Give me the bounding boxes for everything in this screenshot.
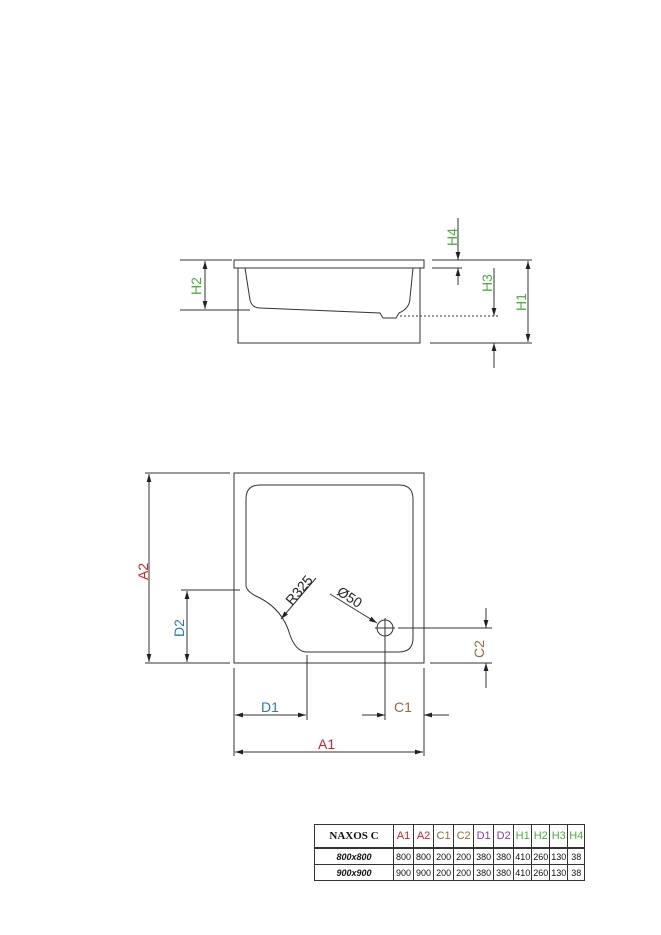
label-c2: C2	[471, 640, 487, 658]
cell: 800	[392, 847, 415, 865]
cell: 900	[392, 864, 415, 881]
table-row: 900x900 900 900 200 200 380 380 410 260 …	[314, 864, 586, 881]
table-header-row: NAXOS C A1 A2 C1 C2 D1 D2 H1 H2 H3 H4	[314, 824, 586, 849]
row-size: 800x800	[314, 847, 394, 865]
cell: 380	[473, 864, 495, 881]
cell: 800	[413, 847, 435, 865]
cell: 130	[549, 847, 569, 865]
header-h1: H1	[513, 824, 533, 849]
label-radius: R325	[282, 572, 316, 608]
header-c1: C1	[433, 824, 455, 849]
dimensions-table: NAXOS C A1 A2 C1 C2 D1 D2 H1 H2 H3 H4 80…	[314, 824, 586, 881]
cell: 410	[513, 847, 533, 865]
label-h1: H1	[513, 293, 529, 311]
cell: 260	[531, 864, 551, 881]
cell: 200	[453, 847, 475, 865]
label-a2: A2	[135, 563, 151, 580]
top-view: A2 D2 D1 C1 C2 A1 R325 Ø50	[135, 472, 492, 756]
cell: 200	[433, 847, 455, 865]
cell: 380	[493, 847, 515, 865]
label-a1: A1	[318, 736, 335, 752]
cell: 200	[433, 864, 455, 881]
label-d1: D1	[261, 699, 279, 715]
label-c1: C1	[394, 699, 412, 715]
header-h2: H2	[531, 824, 551, 849]
cell: 38	[567, 864, 586, 881]
header-d2: D2	[493, 824, 515, 849]
side-view: H2 H4 H3 H1	[180, 218, 532, 368]
label-h4: H4	[444, 228, 460, 246]
header-a2: A2	[413, 824, 435, 849]
header-c2: C2	[453, 824, 475, 849]
cell: 380	[473, 847, 495, 865]
cell: 380	[493, 864, 515, 881]
header-a1: A1	[392, 824, 415, 849]
header-d1: D1	[473, 824, 495, 849]
cell: 900	[413, 864, 435, 881]
cell: 260	[531, 847, 551, 865]
label-h3: H3	[479, 274, 495, 292]
cell: 200	[453, 864, 475, 881]
cell: 38	[567, 847, 586, 865]
cell: 130	[549, 864, 569, 881]
cell: 410	[513, 864, 533, 881]
table-row: 800x800 800 800 200 200 380 380 410 260 …	[314, 847, 586, 865]
label-d2: D2	[171, 619, 187, 637]
table-title: NAXOS C	[314, 824, 394, 849]
row-size: 900x900	[314, 864, 394, 881]
label-h2: H2	[188, 277, 204, 295]
header-h3: H3	[549, 824, 569, 849]
header-h4: H4	[567, 824, 586, 849]
